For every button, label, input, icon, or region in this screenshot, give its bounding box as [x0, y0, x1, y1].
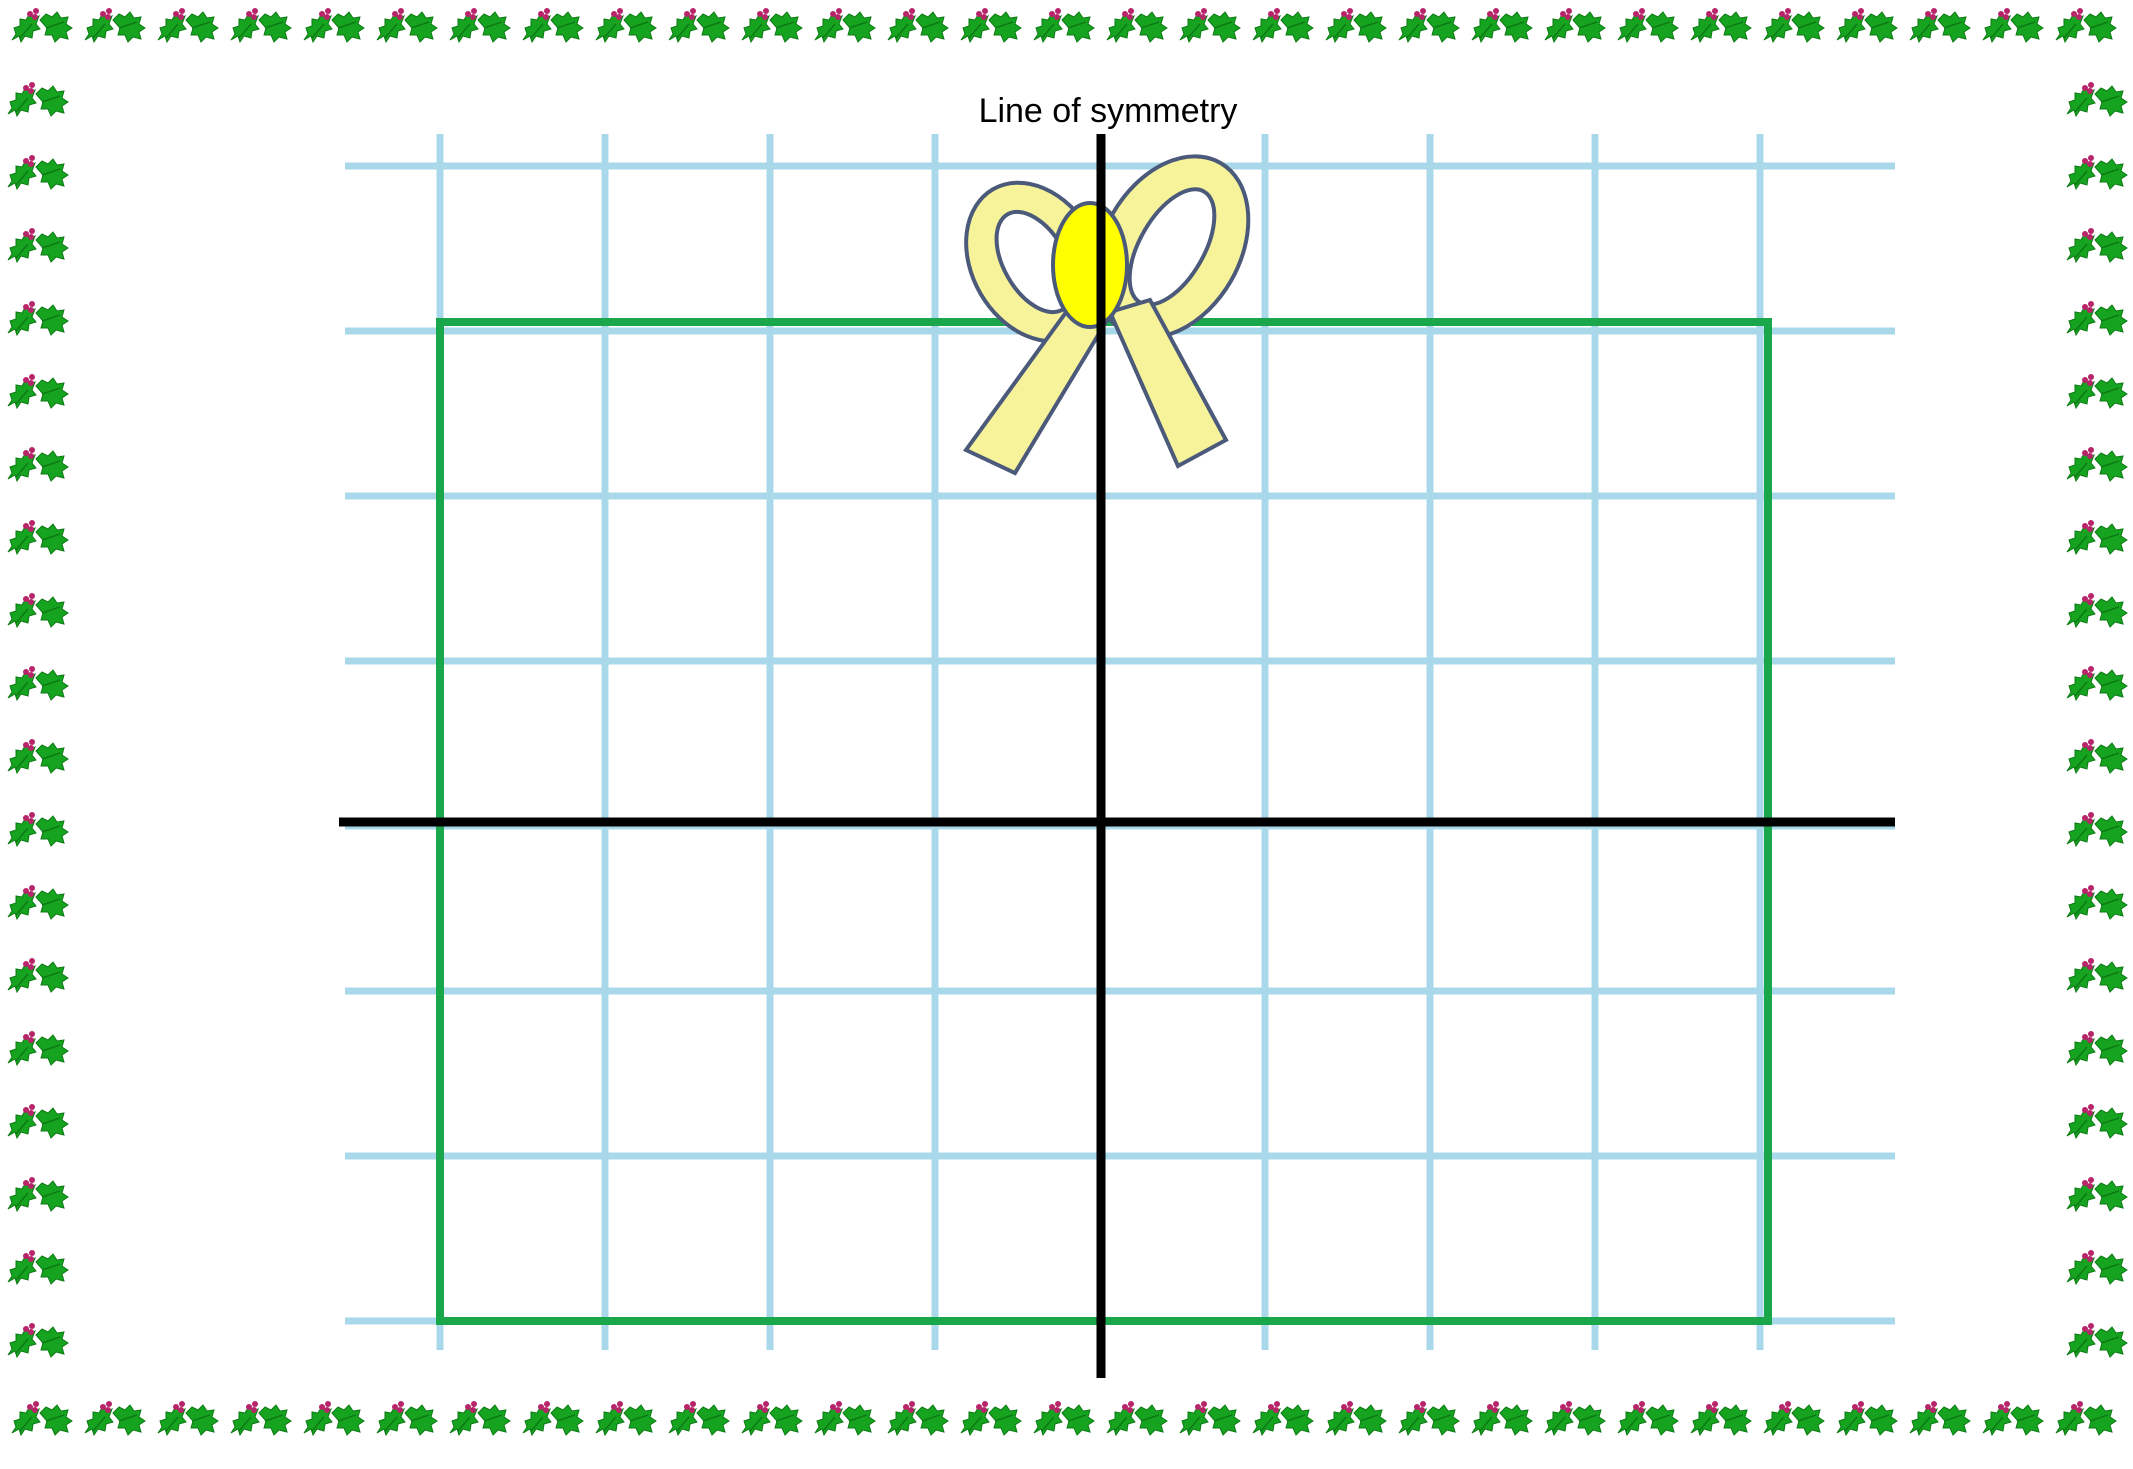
line-of-symmetry-label: Line of symmetry: [979, 92, 1238, 130]
